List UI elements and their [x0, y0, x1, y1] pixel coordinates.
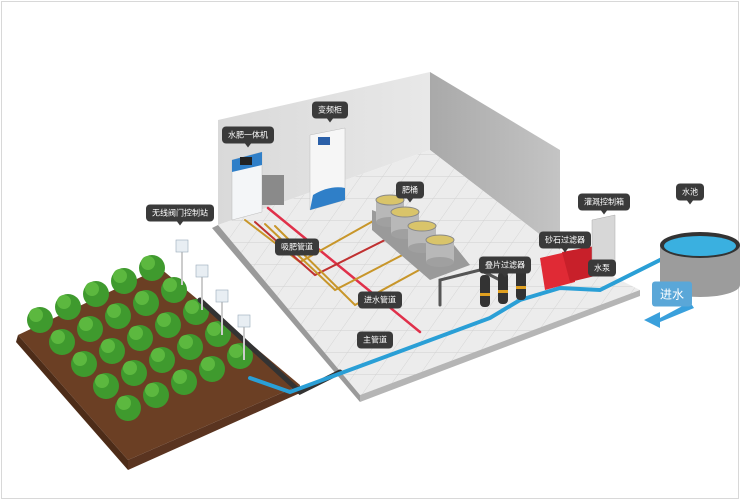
tree-icon — [227, 343, 253, 369]
tree-icon — [111, 268, 137, 294]
tree-icon — [199, 356, 225, 382]
pump-pipe — [518, 248, 682, 302]
floor-edge-front — [360, 290, 640, 402]
label-fertigation-machine: 水肥一体机 — [222, 126, 274, 148]
label-sand-filter: 砂石过滤器 — [539, 231, 591, 253]
pipes — [197, 206, 682, 396]
tree-icon — [127, 325, 153, 351]
label-pool: 水池 — [676, 183, 704, 205]
inverter-cabinet — [309, 127, 346, 211]
label-irrigation-control-box: 灌溉控制箱 — [578, 193, 630, 215]
fertilizer-tanks — [372, 194, 470, 280]
tree-icon — [155, 312, 181, 338]
tree-icon — [205, 321, 231, 347]
tree-icon — [161, 277, 187, 303]
wireless-valve-boxes — [175, 239, 251, 360]
inlet-pipe — [266, 206, 422, 334]
label-water-inlet: 进水 — [651, 281, 693, 307]
wireless-valve-box — [237, 314, 251, 360]
filter-pipe — [438, 268, 502, 307]
water-inlet-arrow-icon — [644, 302, 694, 328]
fertilizer-tank — [425, 234, 455, 267]
tree-icon — [121, 360, 147, 386]
tree-icon — [133, 290, 159, 316]
label-main-pipe: 主管道 — [357, 331, 393, 349]
label-suction-pipe: 吸肥管道 — [275, 238, 319, 256]
right-wall — [430, 72, 560, 250]
tree-icon — [55, 294, 81, 320]
tree-icon — [71, 351, 97, 377]
label-fertilizer-tanks: 肥桶 — [396, 181, 424, 203]
label-inverter-cabinet: 变频柜 — [312, 101, 348, 123]
tree-icon — [105, 303, 131, 329]
tree-icon — [143, 382, 169, 408]
tree-icon — [49, 329, 75, 355]
tree-icon — [27, 307, 53, 333]
disc-filters — [480, 268, 526, 307]
label-pump: 水泵 — [588, 259, 616, 277]
tree-icon — [149, 347, 175, 373]
fertigation-machine — [231, 151, 284, 221]
tree-icon — [99, 338, 125, 364]
label-inlet-pipe: 进水管道 — [358, 291, 402, 309]
floor-edge — [212, 225, 360, 402]
main-pipe — [248, 298, 522, 395]
wireless-valve-box — [195, 264, 209, 310]
tree-icon — [171, 369, 197, 395]
wireless-valve-box — [215, 289, 229, 335]
tree-icon — [139, 255, 165, 281]
wireless-valve-box — [175, 239, 189, 285]
tree-icon — [93, 373, 119, 399]
tree-icon — [83, 281, 109, 307]
label-wireless-valve-station: 无线阀门控制站 — [146, 204, 214, 226]
tree-icon — [115, 395, 141, 421]
sand-filters — [540, 246, 595, 290]
label-disc-filter: 叠片过滤器 — [479, 256, 531, 278]
tree-icon — [77, 316, 103, 342]
tree-icon — [177, 334, 203, 360]
crop-field — [16, 255, 300, 470]
